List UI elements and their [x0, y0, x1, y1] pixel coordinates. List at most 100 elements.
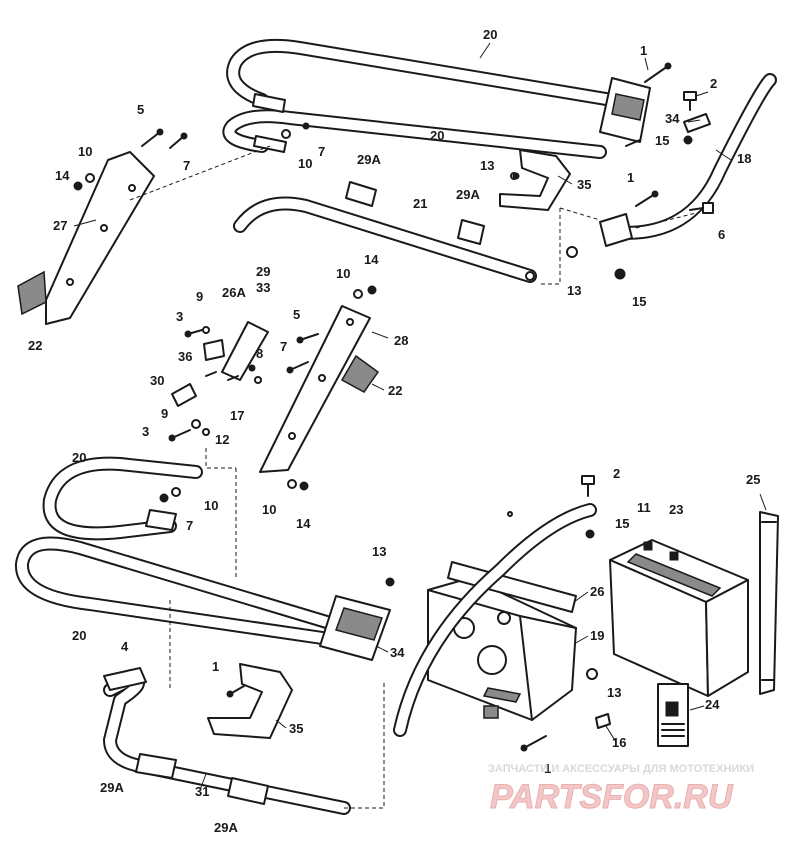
assembly-line-2 [559, 207, 601, 221]
callout: 8 [256, 346, 263, 361]
callout: 12 [215, 432, 229, 447]
callout: 29A [357, 152, 381, 167]
callout: 34 [390, 645, 405, 660]
callout: 29 [256, 264, 270, 279]
callout: 34 [665, 111, 680, 126]
assembly-line-1 [540, 208, 561, 285]
battery-23 [609, 539, 749, 697]
callout: 10 [262, 502, 276, 517]
callout: 1 [544, 761, 551, 776]
bolt-7-left [169, 132, 188, 149]
bracket-29-33 [221, 321, 269, 381]
callout: 22 [28, 338, 42, 353]
callout: 36 [178, 349, 192, 364]
plate-30 [171, 383, 197, 407]
hold-down-rod-1 [393, 503, 597, 752]
callout: 5 [137, 102, 144, 117]
bolt-6 [689, 202, 714, 214]
assembly-line-4 [635, 211, 701, 229]
callout: 17 [230, 408, 244, 423]
callout: 13 [480, 158, 494, 173]
callout: 1 [212, 659, 219, 674]
callout: 15 [615, 516, 629, 531]
callout: 18 [737, 151, 751, 166]
callout: 10 [204, 498, 218, 513]
callout: 16 [612, 735, 626, 750]
bumper-bar-upper-20 [222, 38, 619, 159]
callout: 7 [183, 158, 190, 173]
callout: 33 [256, 280, 270, 295]
callout: 20 [72, 628, 86, 643]
callout: 6 [718, 227, 725, 242]
callout: 1 [627, 170, 634, 185]
callout: 20 [430, 128, 444, 143]
callout: 3 [176, 309, 183, 324]
callout: 35 [577, 177, 591, 192]
callout: 26 [590, 584, 604, 599]
bolt-1-mid [635, 190, 659, 207]
callout: 30 [150, 373, 164, 388]
callout-leaders [73, 42, 767, 791]
callout: 7 [186, 518, 193, 533]
washer-10-l2 [281, 129, 291, 139]
bolt-5-left [141, 128, 164, 147]
callout: 28 [394, 333, 408, 348]
callout: 1 [640, 43, 647, 58]
assembly-line-5 [205, 448, 236, 469]
callout: 25 [746, 472, 760, 487]
callout: 14 [296, 516, 311, 531]
assembly-line-8 [344, 680, 385, 809]
callout: 24 [705, 697, 720, 712]
nut-13-a [510, 172, 518, 180]
callout: 15 [632, 294, 646, 309]
callout: 4 [121, 639, 129, 654]
bracket-34-upper [599, 77, 651, 147]
clamp-35-upper [499, 149, 571, 211]
plate-26a [203, 339, 225, 361]
callout: 29A [214, 820, 238, 835]
bracket-34-lower [319, 595, 391, 661]
sleeve-29a-2 [457, 219, 485, 245]
washer-10-left [85, 173, 95, 183]
pad-22-left [17, 270, 47, 316]
watermark-caption: ЗАПЧАСТИ И АКСЕССУАРЫ ДЛЯ МОТОТЕХНИКИ [488, 763, 754, 775]
callout: 9 [196, 289, 203, 304]
nut-15-b [614, 268, 626, 280]
callout: 35 [289, 721, 303, 736]
watermark: ЗАПЧАСТИ И АКСЕССУАРЫ ДЛЯ МОТОТЕХНИКИ PA… [488, 763, 754, 817]
callout: 20 [72, 450, 86, 465]
callout: 2 [613, 466, 620, 481]
sleeve-29a-4 [227, 777, 269, 805]
callout: 31 [195, 784, 209, 799]
callout: 22 [388, 383, 402, 398]
callout: 13 [372, 544, 386, 559]
sleeve-29a-1 [345, 181, 377, 207]
crash-bar-18 [599, 73, 777, 247]
callout: 15 [655, 133, 669, 148]
nut-13-b [566, 246, 578, 258]
bar-31 [103, 667, 351, 815]
callout: 29A [456, 187, 480, 202]
callout: 7 [318, 144, 325, 159]
bar-21 [233, 196, 537, 283]
callout: 5 [293, 307, 300, 322]
bolt-1-top [644, 62, 672, 83]
callout: 13 [607, 685, 621, 700]
pad-22-right [340, 354, 380, 393]
callout: 10 [298, 156, 312, 171]
callout: 2 [710, 76, 717, 91]
sleeve-29a-3 [135, 753, 177, 779]
small-hardware-mid [168, 285, 377, 491]
callout: 13 [567, 283, 581, 298]
watermark-brand: PARTSFOR.RU [490, 778, 734, 816]
callout: 27 [53, 218, 67, 233]
callout: 10 [336, 266, 350, 281]
clamp-35-lower [207, 663, 293, 739]
callout: 3 [142, 424, 149, 439]
callout: 20 [483, 27, 497, 42]
callout: 21 [413, 196, 427, 211]
callout: 29A [100, 780, 124, 795]
callout: 19 [590, 628, 604, 643]
bracket-28 [259, 305, 371, 473]
